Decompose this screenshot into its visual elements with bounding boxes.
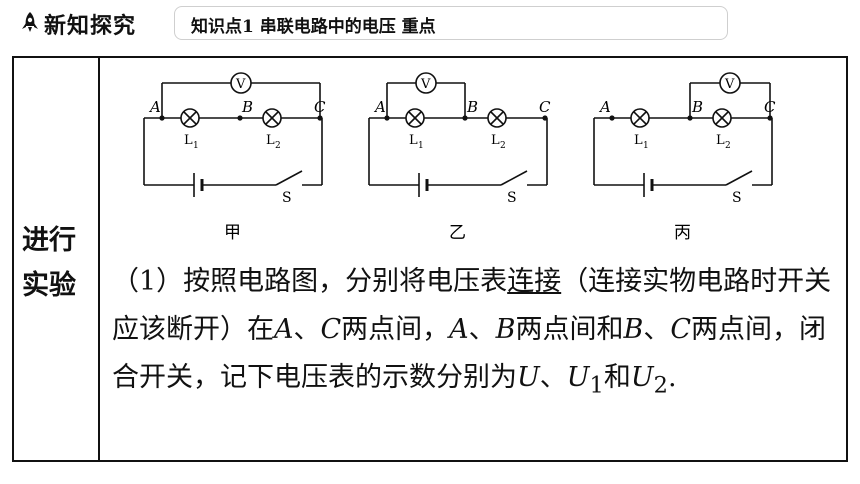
circuit-2-label-l2-sub: 2 xyxy=(500,141,506,151)
circuit-3-label-b: B xyxy=(691,98,703,116)
section-header: 新知探究 知识点1 串联电路中的电压 重点 xyxy=(6,2,728,40)
circuit-2-label-l2: L xyxy=(491,133,500,148)
circuit-3-switch-blade xyxy=(725,170,753,186)
circuit-3-lamp-l1-x2 xyxy=(633,111,647,125)
circuit-2-junction-2 xyxy=(542,115,548,121)
circuit-3-voltmeter xyxy=(719,72,741,94)
circuit-2-label-switch: S xyxy=(507,190,517,206)
circuit-3-label-l1: L xyxy=(634,133,643,148)
point-b: B xyxy=(495,314,516,345)
circuit-2-label-a: A xyxy=(373,98,386,116)
text-sep3: 、 xyxy=(643,314,671,345)
circuit-1-label-b: B xyxy=(241,98,253,116)
voltage-u1: U xyxy=(566,362,590,393)
circuit-2-label-l1: L xyxy=(409,133,418,148)
point-a: A xyxy=(274,314,294,345)
circuit-3-caption: 丙 xyxy=(674,223,691,243)
point-c: C xyxy=(320,314,342,345)
circuit-1-junction-0 xyxy=(159,115,165,121)
circuit-2-lamp-l2-x2 xyxy=(490,111,504,125)
voltage-u2: U xyxy=(630,362,654,393)
voltage-u1-sub: 1 xyxy=(589,372,604,399)
row-label-line1: 进行 xyxy=(22,225,76,256)
voltage-u2-sub: 2 xyxy=(653,372,668,399)
circuit-2-voltmeter xyxy=(415,72,437,94)
circuit-1-label-l2-sub: 2 xyxy=(275,141,281,151)
text-and: 和 xyxy=(603,362,631,393)
rocket-icon xyxy=(22,12,38,32)
text-sep2: 、 xyxy=(468,314,496,345)
knowledge-point-tag: 知识点1 串联电路中的电压 重点 xyxy=(174,6,728,40)
circuit-1-lamp-l1-x2 xyxy=(183,111,197,125)
circuit-3-lamp-l2-x2 xyxy=(715,111,729,125)
circuit-1-label-l1-sub: 1 xyxy=(193,141,199,151)
text-end: . xyxy=(667,362,677,393)
text-sep1: 、 xyxy=(293,314,321,345)
voltage-u: U xyxy=(517,362,540,393)
circuit-1-voltmeter xyxy=(230,72,252,94)
circuit-1-switch-blade xyxy=(275,170,303,186)
circuit-3-junction-0 xyxy=(609,115,615,121)
text-p2: （连接实物电路时开关应该断开）在 xyxy=(112,266,832,345)
text-p4: 两点间和 xyxy=(515,314,624,345)
circuit-1-label-l1: L xyxy=(184,133,193,148)
row-label-line2: 实验 xyxy=(22,270,76,301)
circuit-3-label-l2: L xyxy=(716,133,725,148)
circuit-2-label-l1-sub: 1 xyxy=(418,141,424,151)
circuit-3-junction-1 xyxy=(687,115,693,121)
procedure-text: （1）按照电路图，分别将电压表连接（连接实物电路时开关应该断开）在A、C两点间，… xyxy=(112,258,842,409)
circuit-1-lamp-l2-x2 xyxy=(265,111,279,125)
circuit-1-voltmeter-label: V xyxy=(235,77,246,92)
circuit-1-label-c: C xyxy=(314,98,326,116)
knowledge-point-text: 知识点1 串联电路中的电压 重点 xyxy=(191,17,436,37)
circuit-1-label-switch: S xyxy=(282,190,292,206)
section-title: 新知探究 xyxy=(44,13,137,39)
column-divider xyxy=(98,58,100,460)
circuit-3-label-l1-sub: 1 xyxy=(643,141,649,151)
circuit-2-junction-0 xyxy=(384,115,390,121)
circuit-3-voltmeter-label: V xyxy=(724,77,735,92)
circuit-1-junction-1 xyxy=(237,115,243,121)
row-label: 进行 实验 xyxy=(22,218,94,308)
circuit-3-junction-2 xyxy=(767,115,773,121)
circuit-2-junction-1 xyxy=(462,115,468,121)
point-b-2: B xyxy=(623,314,644,345)
circuit-2-lamp-l1-x2 xyxy=(408,111,422,125)
circuit-3-label-a: A xyxy=(598,98,611,116)
circuit-1-label-l2: L xyxy=(266,133,275,148)
circuit-1-label-a: A xyxy=(148,98,161,116)
text-sep4: 、 xyxy=(539,362,567,393)
circuit-2-voltmeter-label: V xyxy=(420,77,431,92)
point-c-2: C xyxy=(670,314,692,345)
point-a-2: A xyxy=(449,314,469,345)
circuit-2-label-c: C xyxy=(539,98,551,116)
text-p3: 两点间， xyxy=(341,314,450,345)
circuit-3-label-c: C xyxy=(764,98,776,116)
circuit-1-caption: 甲 xyxy=(224,223,241,243)
circuit-1-junction-2 xyxy=(317,115,323,121)
text-p5: 两点间，闭合开关，记下电压表的示数分别为 xyxy=(112,314,827,393)
circuit-2-label-b: B xyxy=(466,98,478,116)
text-p1: （1）按照电路图，分别将电压表 xyxy=(112,266,508,297)
circuit-3-label-l2-sub: 2 xyxy=(725,141,731,151)
underlined-connect: 连接 xyxy=(507,266,562,297)
circuit-2-caption: 乙 xyxy=(449,223,466,243)
circuit-2-switch-blade xyxy=(500,170,528,186)
circuit-3-label-switch: S xyxy=(732,190,742,206)
